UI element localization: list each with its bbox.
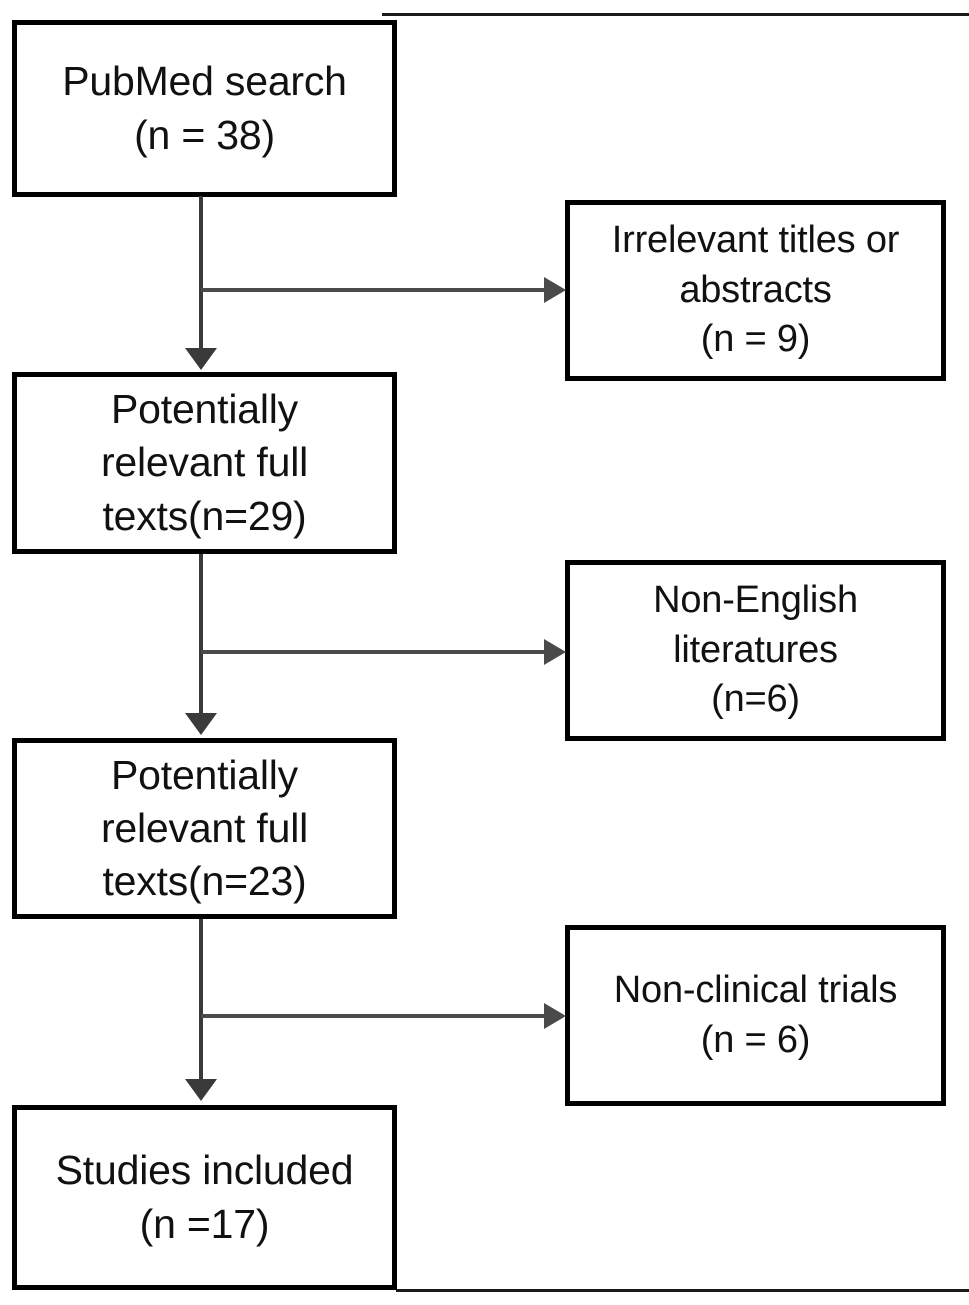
flow-box-potentially-relevant-29-line-1: Potentially [111, 386, 298, 433]
connector-pubmed-to-relevant29-line [199, 196, 203, 351]
flow-box-non-clinical-trials-line-1: Non-clinical trials [613, 969, 898, 1012]
flow-box-studies-included-line-2: (n =17) [139, 1200, 270, 1247]
flow-box-potentially-relevant-23-line-1: Potentially [111, 751, 298, 798]
connector-pubmed-to-relevant29-arrowhead-icon [185, 348, 217, 370]
connector-branch-irrelevant-arrowhead-icon [544, 277, 566, 303]
connector-branch-non-clinical-line [201, 1014, 546, 1018]
connector-relevant23-to-included-arrowhead-icon [185, 1079, 217, 1101]
flow-box-irrelevant-titles-abstracts: Irrelevant titles or abstracts (n = 9) [565, 200, 946, 381]
flow-box-non-english-literatures: Non-English literatures (n=6) [565, 560, 946, 741]
flow-box-potentially-relevant-29-line-2: relevant full [100, 439, 309, 486]
page-crop-rule-top [382, 13, 969, 16]
connector-relevant29-to-relevant23-arrowhead-icon [185, 713, 217, 735]
flow-box-non-english-literatures-line-2: literatures [673, 628, 838, 671]
flow-box-non-clinical-trials: Non-clinical trials (n = 6) [565, 925, 946, 1106]
flow-box-non-clinical-trials-line-2: (n = 6) [700, 1018, 811, 1061]
flow-box-non-english-literatures-line-3: (n=6) [711, 678, 800, 721]
connector-branch-irrelevant-line [201, 288, 546, 292]
flow-box-potentially-relevant-29: Potentially relevant full texts(n=29) [12, 372, 397, 554]
flow-box-studies-included: Studies included (n =17) [12, 1105, 397, 1290]
flow-box-pubmed-search: PubMed search (n = 38) [12, 20, 397, 197]
flow-box-pubmed-search-line-1: PubMed search [62, 58, 347, 105]
connector-branch-non-clinical-arrowhead-icon [544, 1003, 566, 1029]
flow-box-potentially-relevant-23-line-3: texts(n=23) [102, 858, 307, 905]
connector-branch-non-english-line [201, 650, 546, 654]
flow-box-potentially-relevant-23: Potentially relevant full texts(n=23) [12, 738, 397, 919]
connector-relevant23-to-included-line [199, 919, 203, 1082]
connector-relevant29-to-relevant23-line [199, 554, 203, 716]
flow-box-irrelevant-titles-abstracts-line-1: Irrelevant titles or [611, 219, 900, 262]
flow-box-potentially-relevant-23-line-2: relevant full [100, 804, 309, 851]
connector-branch-non-english-arrowhead-icon [544, 639, 566, 665]
flow-box-irrelevant-titles-abstracts-line-2: abstracts [679, 268, 832, 311]
flow-box-potentially-relevant-29-line-3: texts(n=29) [102, 492, 307, 539]
flow-box-non-english-literatures-line-1: Non-English [653, 579, 858, 622]
flow-box-pubmed-search-line-2: (n = 38) [134, 111, 275, 158]
flow-box-irrelevant-titles-abstracts-line-3: (n = 9) [700, 318, 811, 361]
page-crop-rule-bottom [396, 1289, 969, 1292]
flow-box-studies-included-line-1: Studies included [55, 1147, 354, 1194]
